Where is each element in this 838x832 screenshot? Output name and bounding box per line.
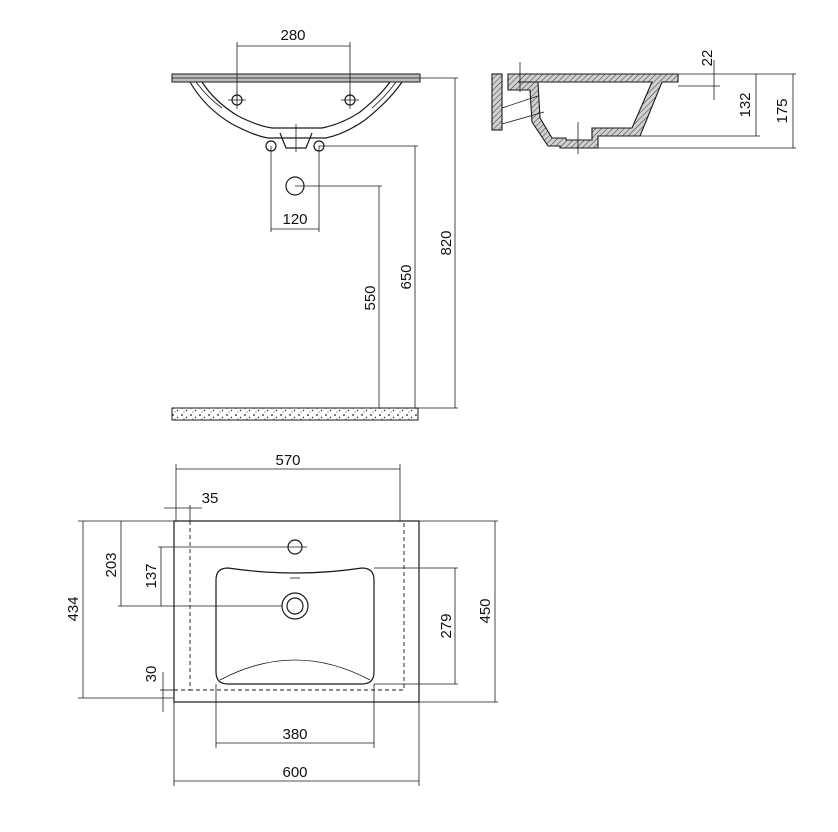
dim-175: 175: [774, 98, 791, 123]
top-outline: [173, 520, 420, 703]
drain-icon: [281, 592, 309, 620]
dim-137: 137: [143, 563, 160, 588]
dim-380: 380: [282, 726, 307, 743]
top-view: 570 35 434 203 137 30 279 450: [65, 452, 498, 786]
side-basin-section: [507, 73, 679, 149]
dim-450: 450: [477, 598, 494, 623]
front-view: 280 120 550 650 820: [171, 27, 458, 421]
front-bowl-outer: [189, 81, 403, 139]
side-wall: [491, 73, 503, 131]
dim-120: 120: [282, 211, 307, 228]
dim-650: 650: [398, 264, 415, 289]
dim-280: 280: [280, 27, 305, 44]
dim-550: 550: [362, 285, 379, 310]
dim-434: 434: [65, 596, 82, 621]
dim-600: 600: [282, 764, 307, 781]
dim-30: 30: [143, 666, 160, 683]
dim-203: 203: [103, 552, 120, 577]
front-bowl-inner: [201, 81, 391, 129]
floor: [171, 407, 419, 421]
dim-570: 570: [275, 452, 300, 469]
top-bowl: [215, 567, 375, 685]
dim-22: 22: [699, 50, 716, 67]
dim-132: 132: [737, 92, 754, 117]
dim-279: 279: [438, 613, 455, 638]
dim-820: 820: [438, 230, 455, 255]
dim-35: 35: [202, 490, 219, 507]
top-dashed-outline: [189, 521, 405, 691]
side-view: 22 132 175: [491, 50, 796, 154]
